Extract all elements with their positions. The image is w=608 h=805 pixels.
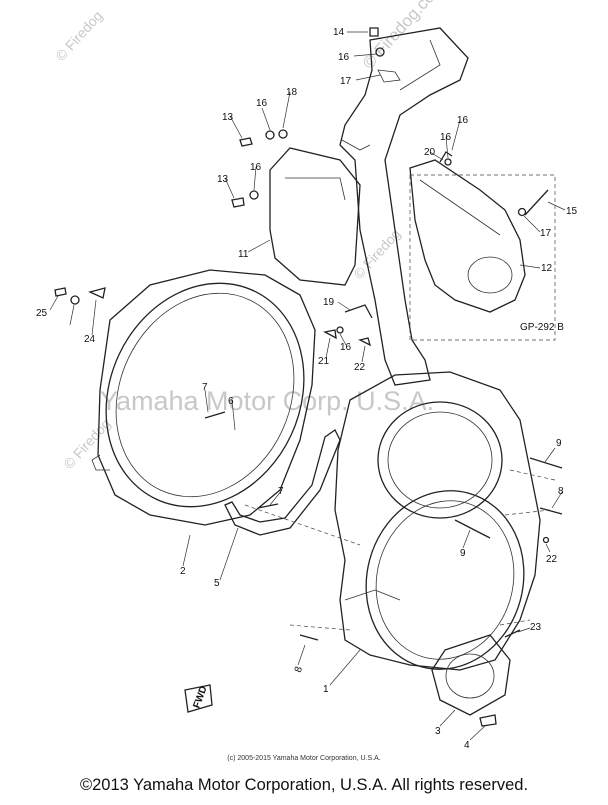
callout-1: 1 [323,684,329,695]
leader-lines [49,31,566,741]
callout-20: 21 [318,356,330,367]
small-credit: (c) 2005-2015 Yamaha Motor Corporation, … [227,755,381,762]
copyright-notice: ©2013 Yamaha Motor Corporation, U.S.A. A… [79,776,529,794]
callout-7: 7 [278,486,284,497]
callout-13: 13 [222,112,234,123]
callout-16: 17 [540,228,552,239]
callout-16: 16 [250,162,262,173]
callout-13: 13 [217,174,229,185]
callout-14: 15 [566,206,578,217]
callout-17: 18 [286,87,298,98]
callout-8: 8 [293,665,305,674]
inset-box [409,174,556,341]
callout-3: 3 [435,726,441,737]
callout-18: 19 [323,297,335,308]
callout-4: 4 [464,740,470,751]
callout-11: 11 [238,249,249,260]
part-plate-12 [409,159,526,313]
callout-9: 9 [460,548,466,559]
callout-13: 14 [333,27,345,38]
callout-24: 25 [36,308,48,319]
callout-21: 22 [354,362,366,373]
callout-15: 16 [457,115,469,126]
alignment-lines [244,469,556,631]
callout-17: 17 [340,76,352,87]
callout-12: 12 [541,263,553,274]
callout-5: 5 [214,578,220,589]
watermark-left-top: © Firedog [52,7,105,64]
callout-23: 24 [84,334,96,345]
callout-22: 23 [530,622,542,633]
part-cover-1 [334,371,541,671]
part-shroud-11 [269,147,361,286]
callout-16: 16 [340,342,352,353]
callout-16: 16 [440,132,452,143]
watermark-center: Yamaha Motor Corp. U.S.A. [100,386,434,416]
part-duct-cover-upper [339,27,469,386]
callout-6: 6 [228,396,234,407]
callout-2: 2 [180,566,186,577]
part-band-5 [224,429,341,536]
callout-numbers: 14 16 17 13 16 18 13 16 11 16 16 20 15 1… [36,27,578,751]
callout-16: 16 [338,52,350,63]
part-gasket-3 [431,634,511,716]
diagram-code: GP-292 B [520,322,564,333]
callout-7: 7 [202,382,208,393]
callout-9: 9 [556,438,562,449]
callout-8: 8 [558,486,564,497]
part-cover-2 [91,269,316,526]
callout-16: 16 [256,98,268,109]
callout-22: 22 [546,554,558,565]
watermark-left-mid: © Firedog [60,415,113,472]
callout-19: 20 [424,147,436,158]
small-hardware [54,27,563,727]
fwd-marker: FWD [184,684,213,713]
